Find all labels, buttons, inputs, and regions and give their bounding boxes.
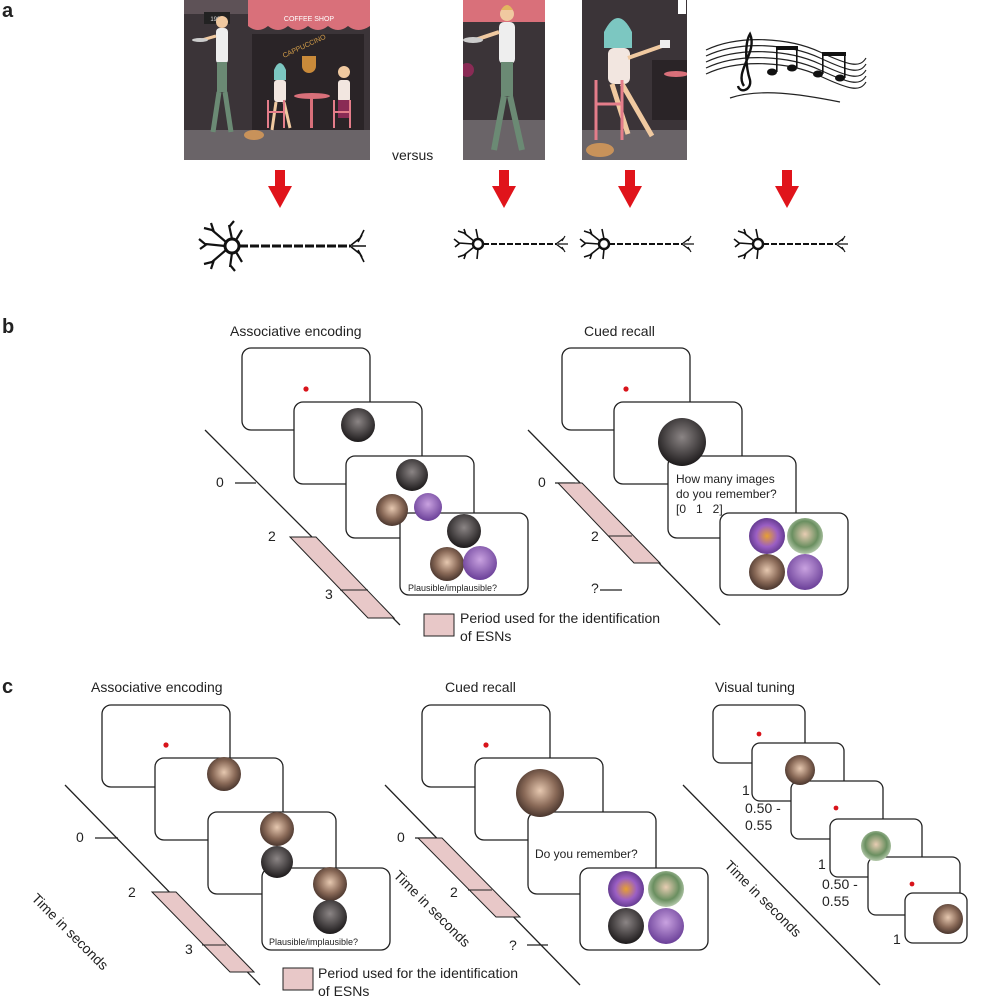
- lavender-image: [648, 908, 684, 944]
- woman-face-image: [785, 755, 815, 785]
- c-tuning-title: Visual tuning: [715, 679, 795, 695]
- lavender-image: [463, 546, 497, 580]
- c-tuning-tick: 0.50 - 0.55: [822, 876, 858, 909]
- c-plausible-prompt: Plausible/implausible?: [269, 937, 359, 947]
- cat-image: [608, 908, 644, 944]
- b-rec-tick: 2: [591, 528, 599, 544]
- red-down-arrow-icon: [268, 170, 292, 208]
- man-face-image: [648, 871, 684, 907]
- woman-face-image: [260, 812, 294, 846]
- music-notes-icon: [700, 28, 870, 108]
- bee-flower-image: [608, 871, 644, 907]
- scene-sign-text: COFFEE SHOP: [284, 16, 335, 23]
- woman-face-image: [376, 494, 408, 526]
- c-tuning-tick: 1: [818, 856, 826, 872]
- c-remember-prompt: Do you remember?: [535, 847, 638, 861]
- b-rec-tick: 0: [538, 474, 546, 490]
- b-rec-tick: ?: [591, 580, 599, 596]
- woman-face-image: [516, 769, 564, 817]
- red-down-arrow-icon: [618, 170, 642, 208]
- c-tuning-tick: 1: [893, 931, 901, 947]
- c-rec-tick: 0: [397, 829, 405, 845]
- woman-face-image: [313, 867, 347, 901]
- woman-face-image: [933, 904, 963, 934]
- man-face-image: [861, 831, 891, 861]
- fixation-dot-icon: [833, 805, 839, 811]
- c-encoding-title: Associative encoding: [91, 679, 223, 695]
- versus-label: versus: [392, 147, 434, 163]
- cat-image: [447, 514, 481, 548]
- panel-letter-a: a: [2, 0, 14, 22]
- fixation-dot-icon: [163, 742, 169, 748]
- lavender-image: [414, 493, 442, 521]
- fixation-dot-icon: [623, 386, 629, 392]
- red-down-arrow-icon: [492, 170, 516, 208]
- c-tuning-tick: 1: [742, 782, 750, 798]
- woman-face-image: [207, 757, 241, 791]
- b-enc-tick: 0: [216, 474, 224, 490]
- cat-image: [396, 459, 428, 491]
- cafe-crop-waiter: [460, 0, 545, 160]
- cat-image: [658, 418, 706, 466]
- bee-flower-image: [749, 518, 785, 554]
- panel-letter-b: b: [2, 316, 15, 338]
- fixation-dot-icon: [756, 731, 762, 737]
- cat-image: [341, 408, 375, 442]
- man-face-image: [787, 518, 823, 554]
- cat-image: [313, 900, 347, 934]
- c-rec-tick: 2: [450, 884, 458, 900]
- b-enc-tick: 3: [325, 586, 333, 602]
- cafe-scene-full: COFFEE SHOP 1994 CAPPUCCINO: [184, 0, 370, 160]
- woman-face-image: [749, 554, 785, 590]
- cat-image: [261, 846, 293, 878]
- c-tuning-tick: 0.50 - 0.55: [745, 800, 781, 833]
- c-recall-title: Cued recall: [445, 679, 516, 695]
- lavender-image: [787, 554, 823, 590]
- red-down-arrow-icon: [775, 170, 799, 208]
- woman-face-image: [430, 547, 464, 581]
- fixation-dot-icon: [303, 386, 309, 392]
- c-legend-label: Period used for the identification of ES…: [318, 965, 519, 999]
- panel-a-arrows-neurons: [198, 170, 850, 272]
- c-enc-tick: 3: [185, 941, 193, 957]
- b-legend-label: Period used for the identification of ES…: [460, 610, 661, 644]
- b-enc-tick: 2: [268, 528, 276, 544]
- b-encoding-title: Associative encoding: [230, 323, 362, 339]
- b-howmany-prompt: How many images do you remember? [0 1 2]: [676, 472, 777, 516]
- c-enc-tick: 0: [76, 829, 84, 845]
- c-enc-tick: 2: [128, 884, 136, 900]
- neuron-icon: [198, 220, 366, 272]
- cafe-crop-woman: [582, 0, 688, 160]
- c-rec-tick: ?: [509, 937, 517, 953]
- fixation-dot-icon: [909, 881, 915, 887]
- panel-letter-c: c: [2, 676, 14, 698]
- fixation-dot-icon: [483, 742, 489, 748]
- b-recall-title: Cued recall: [584, 323, 655, 339]
- b-plausible-prompt: Plausible/implausible?: [408, 583, 498, 593]
